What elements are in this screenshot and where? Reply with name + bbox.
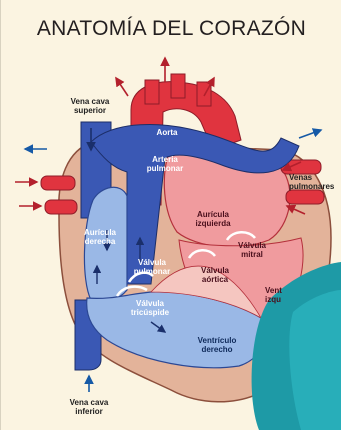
label-arteria-pulmonar: Arteria pulmonar bbox=[143, 155, 187, 173]
label-valvula-mitral: Válvula mitral bbox=[233, 241, 271, 259]
label-valvula-tricuspide: Válvula tricúspide bbox=[125, 299, 175, 317]
pulmonary-vein-2 bbox=[286, 190, 324, 204]
teal-overlay-highlight bbox=[289, 290, 341, 430]
label-venas-pulmonares: Venas pulmonares bbox=[289, 173, 341, 191]
pulmonary-vein-left-1 bbox=[41, 176, 75, 190]
pulmonary-vein-left-2 bbox=[45, 200, 77, 214]
label-valvula-pulmonar: Válvula pulmonar bbox=[129, 258, 175, 276]
label-aorta: Aorta bbox=[145, 128, 189, 137]
aortic-branch-1 bbox=[145, 80, 159, 104]
label-vena-cava-inferior: Vena cava inferior bbox=[63, 398, 115, 416]
label-ventriculo-izquierdo-partial: Vent izqu bbox=[265, 286, 287, 304]
label-auricula-derecha: Aurícula derecha bbox=[75, 228, 125, 246]
aortic-branch-2 bbox=[171, 74, 185, 98]
aorta-arrow-1 bbox=[116, 78, 128, 96]
label-ventriculo-derecho: Ventrículo derecho bbox=[191, 336, 243, 354]
label-vena-cava-superior: Vena cava superior bbox=[63, 97, 117, 115]
label-auricula-izquierda: Aurícula izquierda bbox=[187, 210, 239, 228]
pulmonary-artery-arrow-right bbox=[299, 130, 321, 138]
label-valvula-aortica: Válvula aórtica bbox=[195, 266, 235, 284]
